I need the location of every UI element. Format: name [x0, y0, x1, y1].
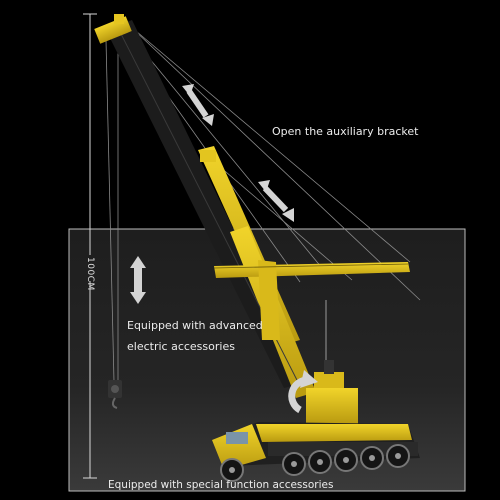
caption-line: Equipped with advanced — [127, 319, 263, 332]
rotate-arrow-icon — [288, 370, 318, 414]
caption-line: electric accessories — [127, 340, 235, 353]
caption-auxiliary-bracket: Open the auxiliary bracket — [272, 125, 419, 138]
crane-truck — [212, 422, 420, 482]
double-arrow-icon — [182, 84, 214, 126]
caption-electric-accessories: Equipped with advanced electric accessor… — [127, 315, 263, 357]
crane-superstructure — [306, 300, 358, 424]
double-arrow-icon — [258, 180, 294, 222]
hook-block — [108, 380, 122, 409]
dimension-line — [83, 13, 97, 479]
dimension-label: 100CM — [85, 257, 95, 291]
double-arrow-icon — [130, 256, 146, 304]
caption-special-accessories: Equipped with special function accessori… — [108, 479, 334, 491]
hoist-cables — [105, 25, 421, 383]
auxiliary-bracket — [213, 260, 410, 340]
